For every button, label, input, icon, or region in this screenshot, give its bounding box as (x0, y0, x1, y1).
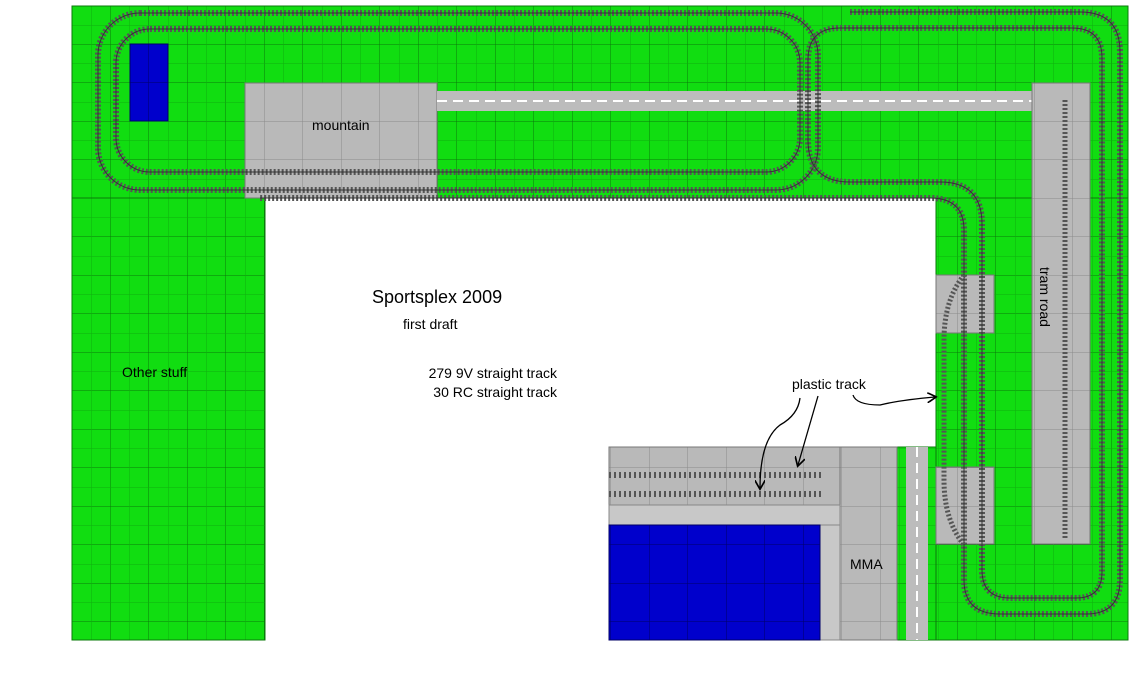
mma-plate (839, 446, 898, 641)
mountain-plate (244, 82, 438, 199)
water-large (608, 524, 821, 641)
tram-road-plate (1031, 82, 1091, 545)
stats-line-2: 30 RC straight track (433, 384, 558, 400)
sidewalk-strip (608, 504, 841, 526)
water-areas (129, 43, 821, 641)
label-mountain: mountain (312, 117, 370, 133)
page-subtitle: first draft (403, 316, 458, 332)
stats-line-1: 279 9V straight track (429, 365, 558, 381)
label-tram-road: tram road (1037, 267, 1053, 327)
siding-track (941, 273, 966, 547)
water-small (129, 43, 169, 122)
label-other-stuff: Other stuff (122, 364, 187, 380)
label-plastic-track: plastic track (792, 376, 867, 392)
sidewalk-right (819, 524, 841, 641)
plastic-track-arrows (760, 395, 935, 488)
label-mma: MMA (850, 556, 883, 572)
page-title: Sportsplex 2009 (372, 287, 502, 307)
track-layout (95, 9, 1123, 617)
